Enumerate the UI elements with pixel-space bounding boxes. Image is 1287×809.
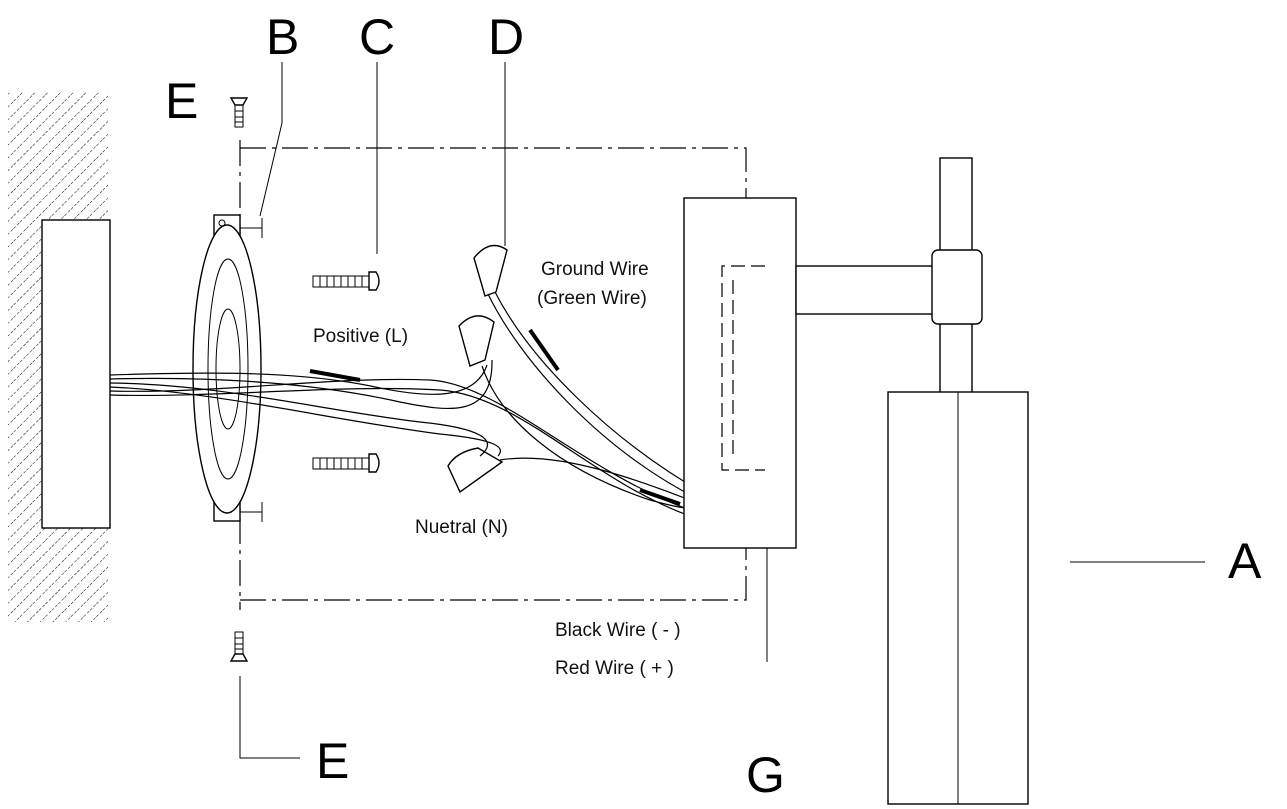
wire-nut-neutral [447, 447, 504, 494]
backplate-hidden-outline [721, 265, 765, 471]
label-e-top: E [165, 73, 198, 129]
screw-e-top [229, 97, 249, 128]
alignment-lines [239, 140, 747, 610]
label-g: G [746, 747, 785, 803]
label-a: A [1228, 533, 1262, 589]
lamp-body [887, 391, 1029, 805]
label-black-wire: Black Wire ( - ) [555, 620, 681, 641]
wire-nut-ground [473, 244, 508, 297]
leader-lines [239, 62, 1205, 759]
junction-box [41, 219, 111, 529]
label-green-wire: (Green Wire) [537, 288, 647, 309]
mounting-bracket [192, 214, 263, 522]
wire-nut-positive [458, 315, 495, 367]
label-d: D [488, 9, 524, 65]
label-positive: Positive (L) [313, 326, 408, 347]
fixture-backplate [683, 197, 797, 549]
label-c: C [359, 9, 395, 65]
label-ground-wire: Ground Wire [541, 259, 649, 280]
label-b: B [266, 9, 299, 65]
label-e-bottom: E [316, 733, 349, 789]
screw-c-top [312, 271, 380, 291]
label-neutral: Nuetral (N) [415, 517, 508, 538]
screw-e-bottom [229, 631, 249, 662]
label-red-wire: Red Wire ( + ) [555, 658, 674, 679]
screw-c-bottom [312, 453, 380, 473]
